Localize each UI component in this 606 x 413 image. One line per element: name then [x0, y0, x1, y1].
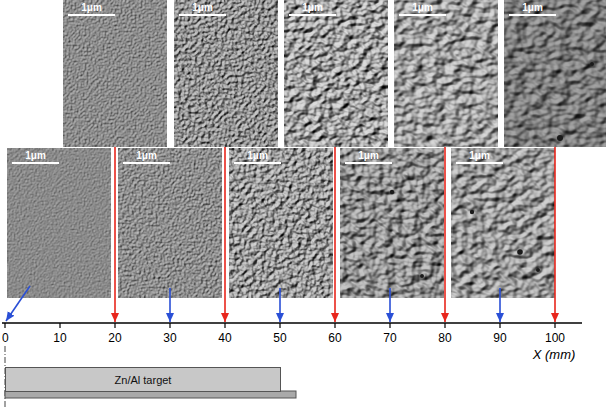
red-pointer-arrow — [115, 147, 555, 322]
sem-image — [7, 148, 111, 298]
tick-label: 0 — [2, 331, 9, 345]
tick-label: 50 — [273, 331, 286, 345]
scale-bar-label: 1μm — [123, 150, 170, 161]
blue-pointer-arrow — [6, 286, 500, 322]
axis-title: X (mm) — [533, 348, 576, 362]
sem-micrograph: 1μm — [340, 148, 444, 298]
tick-label: 100 — [545, 331, 565, 345]
sem-micrograph: 1μm — [394, 0, 498, 147]
scale-bar-label: 1μm — [509, 2, 556, 13]
scale-bar-label: 1μm — [399, 2, 446, 13]
x-axis — [2, 322, 582, 324]
scale-bar — [12, 15, 556, 163]
target-label: Zn/Al target — [115, 374, 172, 386]
sem-image — [340, 148, 444, 298]
target-box: Zn/Al target — [5, 367, 281, 392]
tick-label: 40 — [218, 331, 231, 345]
tick-label: 90 — [493, 331, 506, 345]
sem-image — [504, 0, 606, 147]
tick-label: 30 — [163, 331, 176, 345]
sem-micrograph: 1μm — [451, 148, 555, 298]
scale-bar-label: 1μm — [289, 2, 336, 13]
sem-image — [284, 0, 388, 147]
scale-bar-label: 1μm — [234, 150, 281, 161]
tick-label: 80 — [438, 331, 451, 345]
tick-label: 10 — [53, 331, 66, 345]
sem-micrograph: 1μm — [118, 148, 222, 298]
tick-label: 20 — [108, 331, 121, 345]
scale-bar-label: 1μm — [12, 150, 59, 161]
sem-image — [451, 148, 555, 298]
scale-bar-label: 1μm — [345, 150, 392, 161]
sem-image — [118, 148, 222, 298]
sem-micrograph: 1μm — [7, 148, 111, 298]
sem-image — [174, 0, 278, 147]
tick-label: 60 — [328, 331, 341, 345]
scale-bar-label: 1μm — [179, 2, 226, 13]
backing-plate — [5, 391, 296, 398]
sem-image — [394, 0, 498, 147]
sem-image — [63, 0, 167, 147]
sem-micrograph: 1μm — [284, 0, 388, 147]
sem-micrograph: 1μm — [174, 0, 278, 147]
sem-micrograph: 1μm — [63, 0, 167, 147]
scale-bar-label: 1μm — [456, 150, 503, 161]
tick-label: 70 — [383, 331, 396, 345]
sem-image — [229, 148, 333, 298]
sem-micrograph: 1μm — [504, 0, 606, 147]
scale-bar-label: 1μm — [68, 2, 115, 13]
axis-tick — [5, 323, 555, 328]
sem-micrograph: 1μm — [229, 148, 333, 298]
pore-dots — [390, 62, 594, 278]
